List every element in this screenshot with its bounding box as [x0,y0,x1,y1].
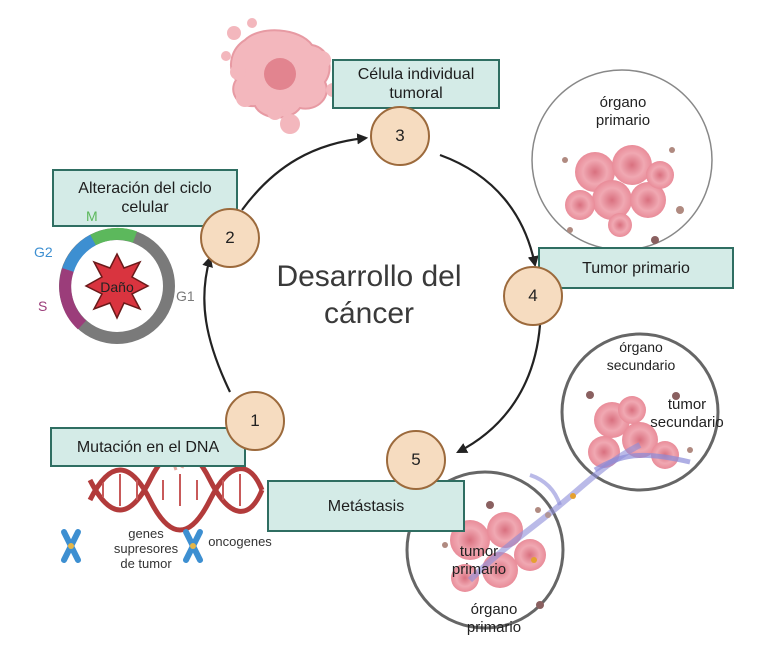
chromosome-icon-left [61,529,81,563]
secondary-organ-label: órgano secundario [606,339,676,373]
step-3-label: Célula individual tumoral [332,59,500,109]
damage-label: Daño [100,279,134,295]
metastasis-primary-tumor-label: tumor primario [451,543,507,578]
oncogenes-label: oncogenes [208,534,272,549]
primary-organ-top [531,69,713,251]
single-tumor-cell-illustration [221,18,340,134]
step-1-circle: 1 [225,391,285,451]
arrow-3-to-4 [439,153,539,268]
step-3-circle: 3 [370,106,430,166]
damage-star [84,252,150,320]
phase-s-label: S [38,298,48,314]
circulating-cell [570,493,576,499]
phase-g2-label: G2 [34,244,53,260]
diagram-title: Desarrollo del cáncer [276,260,462,330]
arrow-1-to-2 [202,255,231,393]
metastasis-primary-organ-label: órgano primario [466,601,522,636]
chromosome-icon-right [183,529,203,563]
step-1-label: Mutación en el DNA [50,427,246,467]
phase-m-label: M [86,208,98,224]
arrow-2-to-3 [241,133,369,211]
suppressor-genes-label: genes supresores de tumor [113,526,179,571]
secondary-organ [560,332,720,492]
step-5-circle: 5 [386,430,446,490]
phase-g1-label: G1 [176,288,195,304]
blood-vessel-branch [529,473,562,506]
cell-cycle-ring [59,227,175,344]
arrow-4-to-5 [456,324,542,454]
step-4-circle: 4 [503,266,563,326]
step-2-circle: 2 [200,208,260,268]
step-5-label: Metástasis [267,480,465,532]
primary-organ-top-label: órgano primario [595,94,651,129]
step-4-label: Tumor primario [538,247,734,289]
secondary-tumor-label: tumor secundario [650,396,724,431]
